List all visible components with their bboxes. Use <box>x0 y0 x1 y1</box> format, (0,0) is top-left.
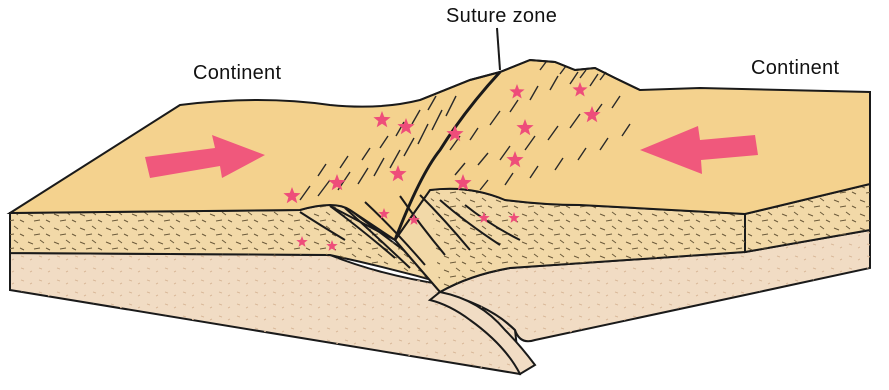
left-continent-label: Continent <box>193 62 281 85</box>
suture-leader-line <box>497 28 500 70</box>
right-continent-label: Continent <box>751 57 839 80</box>
suture-zone-label: Suture zone <box>446 5 557 28</box>
